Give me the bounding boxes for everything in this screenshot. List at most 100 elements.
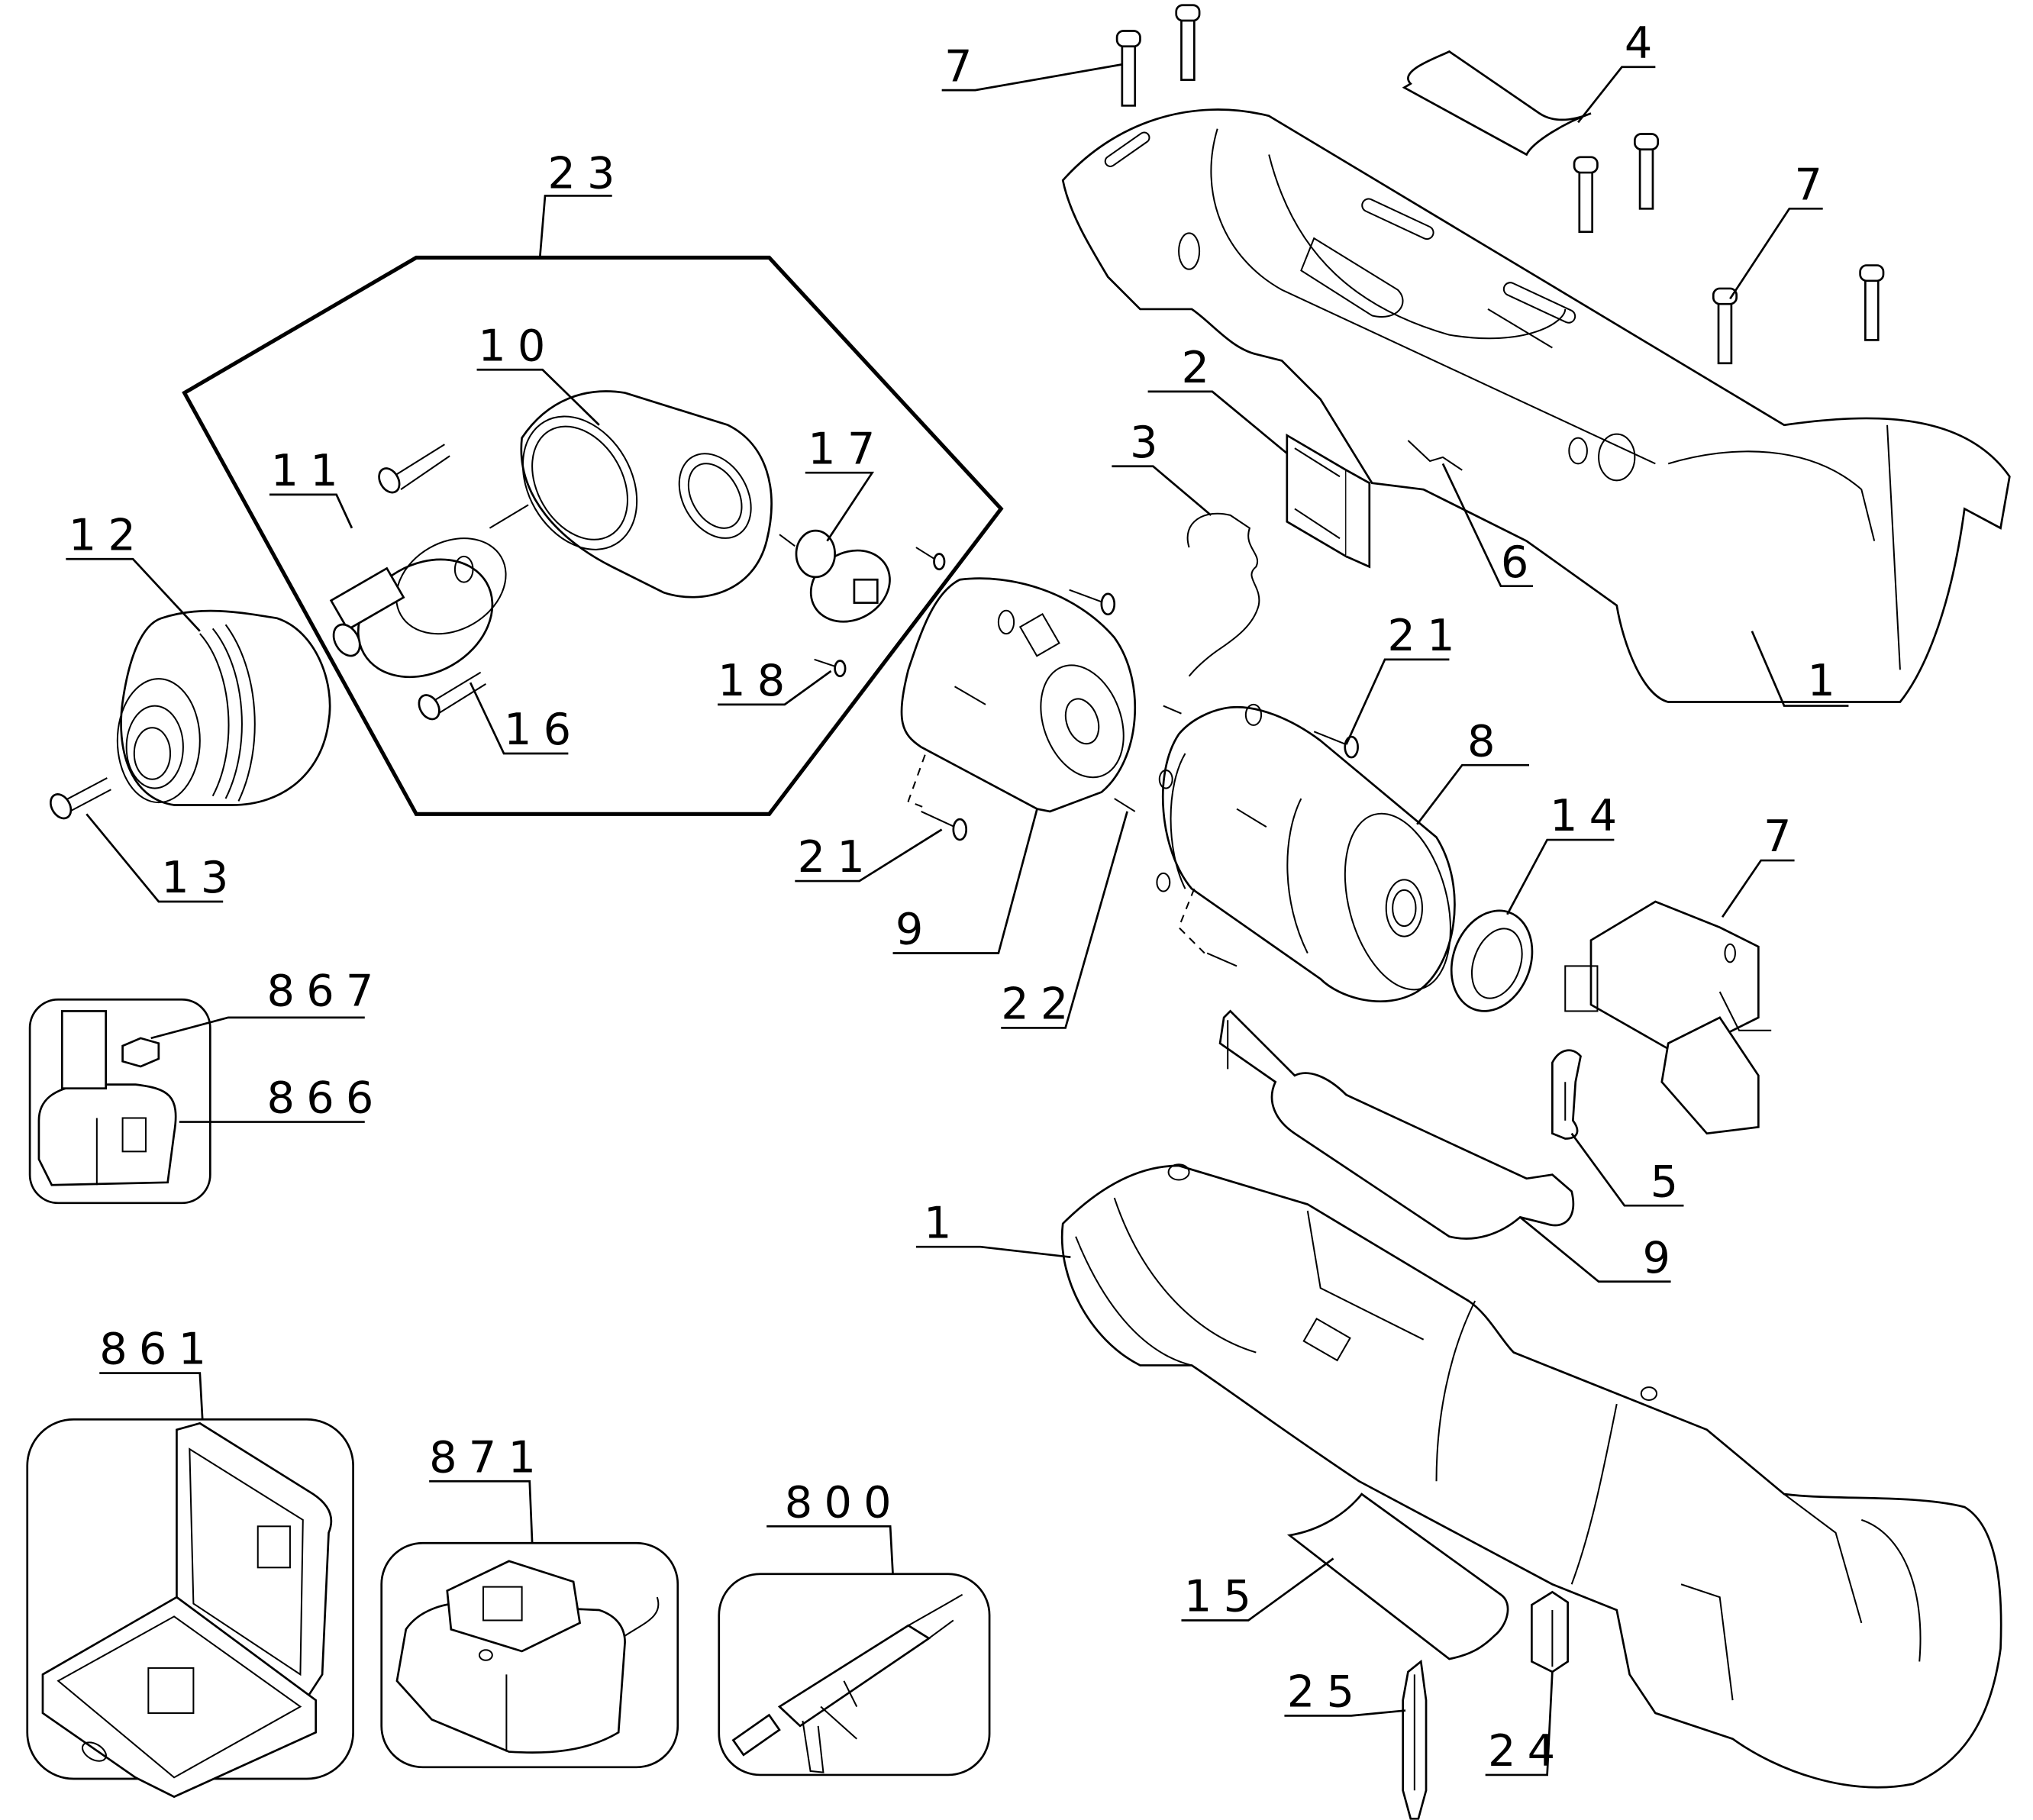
- part-8-switch[interactable]: [1564, 900, 1772, 1135]
- callout-10[interactable]: 8: [1467, 715, 1507, 766]
- callout-861[interactable]: 861: [99, 1324, 218, 1375]
- part-13-spindle-gear[interactable]: [328, 504, 529, 700]
- leader-5: [1570, 1132, 1684, 1207]
- callout-22[interactable]: 22: [1001, 979, 1079, 1030]
- part-871-charger[interactable]: [395, 1560, 660, 1754]
- part-867-battery-cap[interactable]: [121, 1037, 160, 1068]
- part-19-head-screw[interactable]: [415, 671, 486, 723]
- callout-7a[interactable]: 7: [944, 40, 984, 92]
- callout-12[interactable]: 10: [478, 320, 557, 371]
- part-16-motor-bushing[interactable]: [1438, 899, 1545, 1022]
- part-866-battery-pack[interactable]: [37, 1010, 177, 1186]
- part-800-grease-gun[interactable]: [731, 1593, 963, 1773]
- grease-gun-box: [718, 1573, 991, 1776]
- leader-25: [1284, 1709, 1406, 1717]
- leader-13: [269, 493, 353, 529]
- leader-10: [1416, 763, 1530, 825]
- callout-19[interactable]: 16: [504, 704, 582, 755]
- leader-16: [1506, 838, 1615, 915]
- leader-21b: [795, 828, 943, 883]
- callout-18[interactable]: 17: [808, 423, 886, 474]
- battery-box: [28, 998, 211, 1205]
- part-10-motor[interactable]: [1156, 703, 1468, 1002]
- leader-4: [1577, 66, 1656, 124]
- part-1-housing-lower[interactable]: [1060, 1163, 2002, 1789]
- screw-path-dashed: [907, 754, 928, 810]
- leader-12: [476, 368, 600, 426]
- assembly-boundary-hexagon: [182, 255, 1004, 816]
- callout-871[interactable]: 871: [429, 1431, 547, 1483]
- leader-11: [892, 808, 1038, 954]
- part-screw-head-housing[interactable]: [375, 444, 450, 496]
- part-24-bit-clip[interactable]: [1531, 1590, 1569, 1673]
- leader-24: [1485, 1671, 1554, 1776]
- part-3-wire-clip[interactable]: [1186, 512, 1260, 677]
- leader-15: [86, 813, 224, 903]
- leader-17: [1181, 1557, 1334, 1622]
- callout-20[interactable]: 18: [718, 655, 796, 706]
- callout-6[interactable]: 6: [1501, 537, 1541, 588]
- part-2-switch-plate[interactable]: [1286, 433, 1371, 569]
- callout-11[interactable]: 9: [895, 904, 935, 955]
- callout-15[interactable]: 13: [161, 852, 240, 903]
- leader-23: [538, 195, 612, 258]
- callout-14[interactable]: 12: [69, 509, 147, 560]
- callout-23[interactable]: 23: [547, 147, 626, 198]
- leader-7b: [1729, 207, 1823, 300]
- callout-4[interactable]: 4: [1625, 18, 1664, 69]
- callout-5[interactable]: 5: [1651, 1156, 1690, 1207]
- leader-20: [718, 670, 832, 706]
- part-18-pinion-gear[interactable]: [779, 529, 902, 636]
- callout-866[interactable]: 866: [267, 1073, 386, 1124]
- part-14-chuck[interactable]: [116, 609, 331, 806]
- callout-7b[interactable]: 7: [1795, 160, 1835, 211]
- leader-21a: [1345, 658, 1450, 745]
- callout-21a[interactable]: 21: [1387, 610, 1466, 661]
- leader-6: [1441, 463, 1534, 588]
- callout-25[interactable]: 25: [1287, 1667, 1366, 1718]
- part-7-screws[interactable]: [1115, 4, 1885, 365]
- charger-box-frame: [380, 1541, 679, 1769]
- callout-24[interactable]: 24: [1488, 1725, 1567, 1776]
- part-5-switch-lock[interactable]: [1551, 1049, 1582, 1140]
- part-6-spring-clip[interactable]: [1407, 440, 1463, 471]
- screw-path-dashed-2: [1177, 888, 1205, 954]
- callout-9[interactable]: 9: [1642, 1232, 1682, 1283]
- callout-1a[interactable]: 1: [1807, 655, 1847, 706]
- part-20-small-screw[interactable]: [814, 547, 946, 678]
- part-12-angle-head-housing[interactable]: [500, 390, 773, 599]
- part-21-screws[interactable]: [921, 589, 1359, 841]
- part-11-gear-case[interactable]: [900, 577, 1138, 813]
- case-box: [26, 1418, 354, 1799]
- callout-3[interactable]: 3: [1130, 417, 1170, 468]
- callout-16[interactable]: 14: [1550, 790, 1628, 841]
- charger-box: [380, 1541, 679, 1769]
- leader-1a: [1751, 631, 1849, 707]
- part-17-nameplate-label[interactable]: [1286, 1492, 1509, 1660]
- grease-gun-box-frame: [718, 1573, 991, 1776]
- callout-21b[interactable]: 21: [798, 831, 876, 883]
- battery-box-frame: [28, 998, 211, 1205]
- part-9-lever-handle[interactable]: [1218, 1009, 1575, 1240]
- callout-867[interactable]: 867: [267, 966, 386, 1017]
- part-25-screwdriver-bit[interactable]: [1402, 1659, 1428, 1820]
- part-861-carrying-case[interactable]: [41, 1421, 333, 1799]
- leader-871: [429, 1480, 534, 1544]
- leader-7a: [941, 63, 1123, 92]
- leader-867: [150, 1016, 365, 1040]
- part-1-housing-upper[interactable]: [1061, 108, 2011, 703]
- part-15-chuck-screw[interactable]: [47, 777, 111, 822]
- callout-2[interactable]: 2: [1181, 342, 1221, 393]
- part-4-nameplate-label[interactable]: [1402, 50, 1592, 157]
- leader-19: [469, 682, 569, 755]
- callout-13[interactable]: 11: [271, 445, 350, 496]
- leader-861: [99, 1372, 204, 1420]
- callout-1b[interactable]: 1: [924, 1197, 963, 1248]
- leader-2: [1147, 390, 1288, 454]
- leader-800: [766, 1525, 894, 1574]
- callout-8[interactable]: 7: [1764, 811, 1803, 862]
- callout-17[interactable]: 15: [1184, 1571, 1263, 1622]
- leader-18: [805, 471, 875, 542]
- callout-800[interactable]: 800: [785, 1477, 903, 1528]
